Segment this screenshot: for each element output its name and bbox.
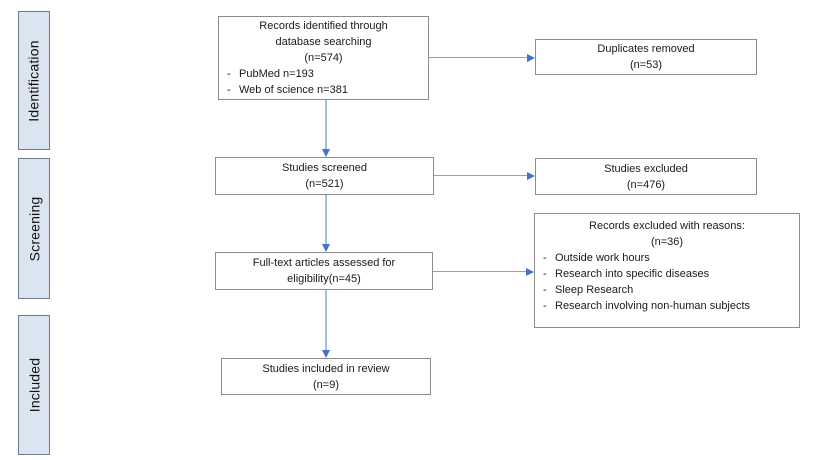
- box-records-identified: Records identified through database sear…: [218, 16, 429, 100]
- bullet-text: Web of science n=381: [239, 84, 348, 96]
- box-records-excluded-count: (n=36): [650, 236, 684, 248]
- box-duplicates-removed-line1: Duplicates removed: [597, 43, 695, 55]
- box-records-excluded-bullet-2: - Research into specific diseases: [541, 266, 793, 282]
- bullet-text: Research into specific diseases: [555, 268, 710, 280]
- box-studies-screened-count: (n=521): [305, 178, 344, 190]
- stage-label-identification: Identification: [18, 11, 50, 150]
- box-studies-screened-line1: Studies screened: [282, 162, 367, 174]
- bullet-dash: -: [227, 68, 231, 80]
- box-records-identified-bullet-pubmed: - PubMed n=193: [225, 66, 422, 82]
- arrow-line: [433, 271, 526, 272]
- bullet-dash: -: [227, 84, 231, 96]
- box-records-identified-count: (n=574): [304, 52, 343, 64]
- bullet-dash: -: [543, 268, 547, 280]
- box-studies-included: Studies included in review (n=9): [221, 358, 431, 395]
- bullet-text: Sleep Research: [555, 284, 634, 296]
- stage-label-screening-text: Screening: [26, 196, 42, 261]
- box-fulltext-assessed: Full-text articles assessed for eligibil…: [215, 252, 433, 290]
- box-studies-included-line1: Studies included in review: [262, 362, 390, 375]
- arrow-line: [325, 195, 327, 245]
- arrow-head-down-icon: [322, 149, 330, 157]
- box-duplicates-removed: Duplicates removed (n=53): [535, 39, 757, 75]
- bullet-dash: -: [543, 284, 547, 296]
- box-records-identified-bullet-wos: - Web of science n=381: [225, 82, 422, 98]
- box-records-identified-line1: Records identified through: [259, 20, 388, 32]
- stage-label-included: Included: [18, 315, 50, 455]
- box-records-excluded-bullet-3: - Sleep Research: [541, 282, 793, 298]
- arrow-line: [325, 290, 327, 351]
- bullet-dash: -: [543, 252, 547, 264]
- arrow-line: [434, 175, 527, 176]
- arrow-head-right-icon: [526, 268, 534, 276]
- arrow-head-down-icon: [322, 244, 330, 252]
- arrow-line: [429, 57, 527, 58]
- box-duplicates-removed-count: (n=53): [629, 59, 663, 71]
- bullet-text: PubMed n=193: [239, 68, 314, 80]
- box-studies-excluded: Studies excluded (n=476): [535, 158, 757, 195]
- box-studies-excluded-count: (n=476): [626, 178, 666, 191]
- box-records-excluded: Records excluded with reasons: (n=36) - …: [534, 213, 800, 328]
- stage-label-identification-text: Identification: [26, 39, 43, 122]
- box-fulltext-assessed-line2: eligibility(n=45): [287, 273, 361, 285]
- arrow-line: [325, 100, 327, 150]
- box-studies-screened: Studies screened (n=521): [215, 157, 434, 195]
- bullet-text: Outside work hours: [555, 252, 650, 264]
- stage-label-screening: Screening: [18, 158, 50, 299]
- box-fulltext-assessed-line1: Full-text articles assessed for: [252, 257, 396, 269]
- box-studies-included-count: (n=9): [313, 378, 339, 391]
- box-records-excluded-bullet-1: - Outside work hours: [541, 250, 793, 266]
- bullet-text: Research involving non-human subjects: [555, 300, 751, 312]
- box-studies-excluded-line1: Studies excluded: [604, 162, 688, 175]
- box-records-identified-line2: database searching: [275, 36, 372, 48]
- box-records-excluded-line1: Records excluded with reasons:: [589, 220, 745, 232]
- box-records-excluded-bullet-4: - Research involving non-human subjects: [541, 298, 793, 314]
- stage-label-included-text: Included: [26, 357, 42, 413]
- arrow-head-right-icon: [527, 54, 535, 62]
- bullet-dash: -: [543, 300, 547, 312]
- arrow-head-down-icon: [322, 350, 330, 358]
- arrow-head-right-icon: [527, 172, 535, 180]
